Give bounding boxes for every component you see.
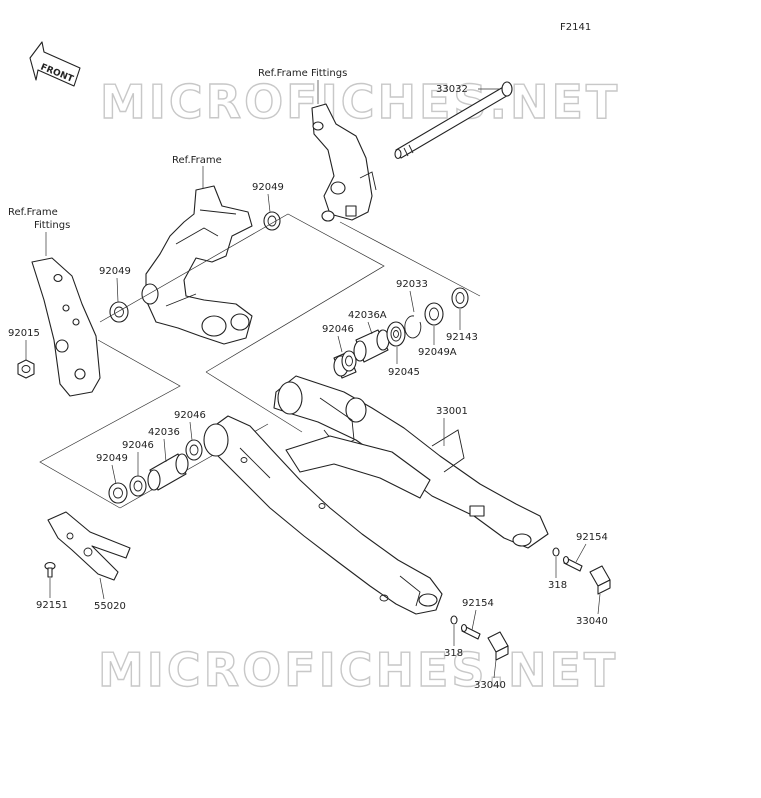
label-33040-left: 33040 [474,680,506,691]
label-92154-right: 92154 [576,532,608,543]
label-92045: 92045 [388,367,420,378]
label-42036: 42036 [148,427,180,438]
label-92046-upper: 92046 [322,324,354,335]
label-42036A: 42036A [348,310,387,321]
bolt-92151-icon [44,561,56,578]
label-55020: 55020 [94,601,126,612]
washer-92049-lower [108,482,128,504]
collar-92143 [451,287,469,309]
adjuster-block-33040-left [487,631,509,661]
front-arrow-icon: FRONT [29,41,81,87]
label-92154-left: 92154 [462,598,494,609]
needle-bearing-92046-lower-b [185,439,203,461]
nut-92015-icon [17,359,35,379]
label-33001: 33001 [436,406,468,417]
swingarm-33001 [203,375,549,615]
frame-section [141,185,253,345]
label-92015: 92015 [8,328,40,339]
needle-bearing-92046-upper [333,350,357,379]
frame-fitting-bracket-right [311,103,377,222]
label-33032: 33032 [436,84,468,95]
figure-code: F2141 [560,22,591,33]
label-92046-lower-a: 92046 [122,440,154,451]
label-92049A: 92049A [418,347,457,358]
label-92151: 92151 [36,600,68,611]
washer-92049A [424,302,444,326]
washer-92049-upper [263,211,281,231]
snap-ring-92033 [404,315,422,339]
bolt-92154-left [460,623,481,640]
label-318-left: 318 [444,648,463,659]
adjuster-block-33040-right [589,565,611,595]
label-ref-frame: Ref.Frame [172,155,222,166]
watermark-bottom: MICROFICHES.NET [98,643,618,697]
label-ref-frame-fittings-left-1: Ref.Frame [8,207,58,218]
frame-fitting-plate-left [31,257,101,397]
label-ref-frame-fittings-top: Ref.Frame Fittings [258,68,347,79]
washer-318-right [552,547,560,557]
bolt-92154-right [562,555,583,572]
label-92049-lower: 92049 [96,453,128,464]
washer-92049-left [109,301,129,323]
label-92143: 92143 [446,332,478,343]
label-92049-upper: 92049 [252,182,284,193]
needle-bearing-92046-lower-a [129,475,147,497]
collar-42036 [147,453,189,491]
label-33040-right: 33040 [576,616,608,627]
label-92049-left: 92049 [99,266,131,277]
ball-bearing-92045 [386,321,406,347]
washer-318-left [450,615,458,625]
label-ref-frame-fittings-left-2: Fittings [34,220,70,231]
collar-42036A [353,329,390,363]
watermark-top: MICROFICHES.NET [100,75,620,129]
label-318-right: 318 [548,580,567,591]
label-92033: 92033 [396,279,428,290]
chain-guide-55020 [47,511,131,581]
label-92046-lower-b: 92046 [174,410,206,421]
pivot-axle-33032 [394,81,513,160]
